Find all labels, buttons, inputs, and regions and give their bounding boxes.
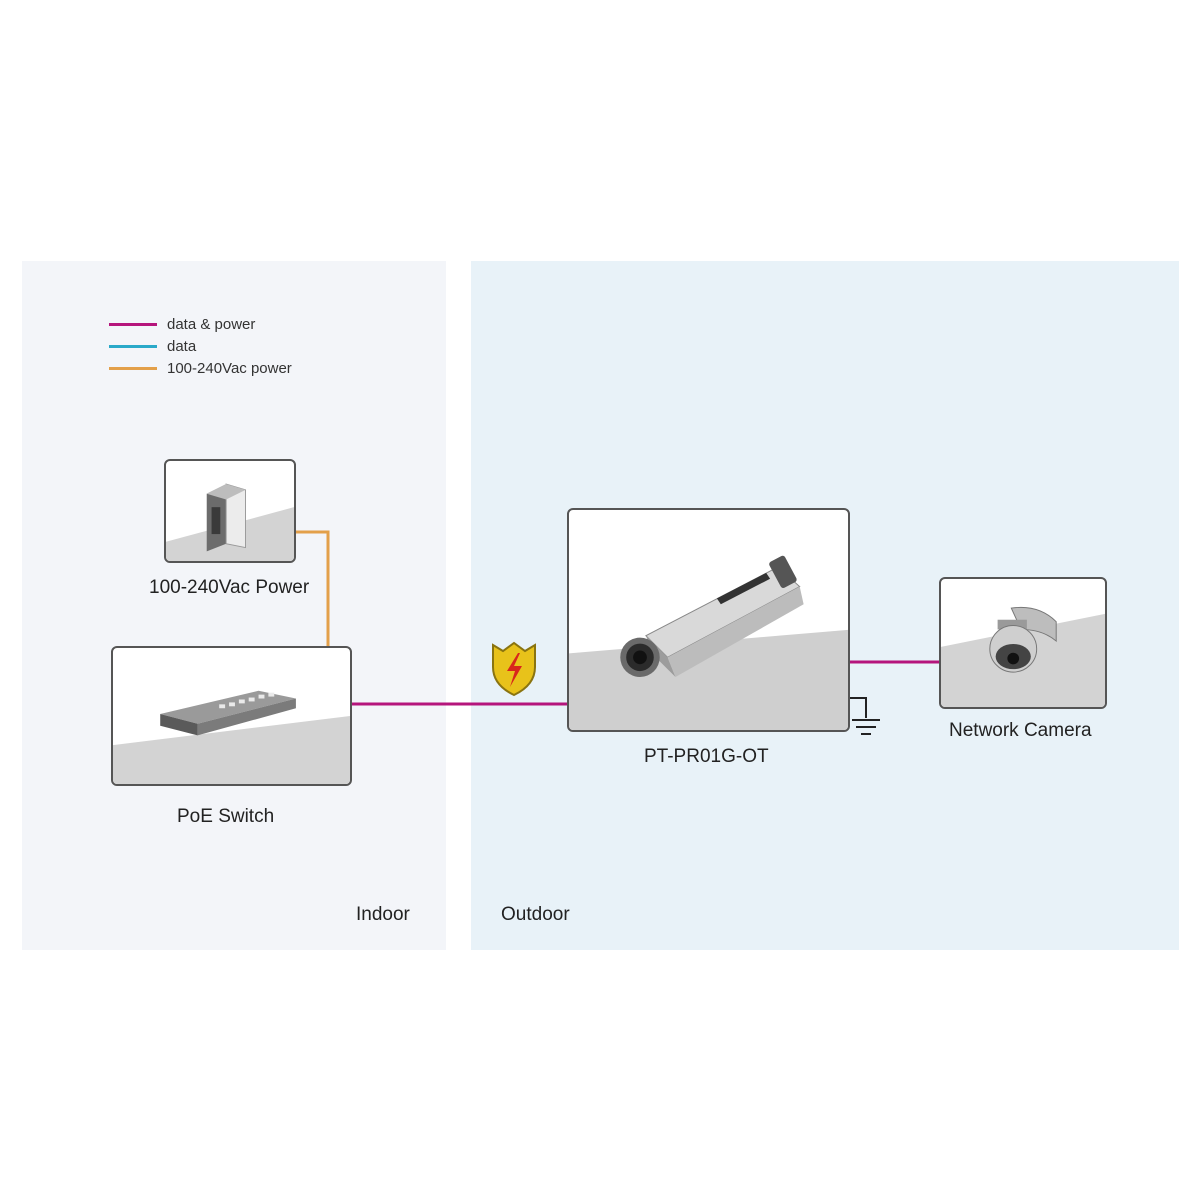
poe-switch-label: PoE Switch — [177, 806, 275, 827]
power-supply-label: 100-240Vac Power — [149, 577, 310, 598]
indoor-label: Indoor — [356, 904, 410, 925]
network-camera-label: Network Camera — [949, 720, 1092, 741]
legend-swatch-data-power — [109, 323, 157, 326]
indoor-zone — [22, 261, 446, 950]
legend-label: 100-240Vac power — [167, 360, 292, 377]
legend-item-ac-power: 100-240Vac power — [109, 360, 292, 377]
surge-protector-label: PT-PR01G-OT — [644, 746, 769, 767]
legend-swatch-data — [109, 345, 157, 348]
legend-item-data: data — [109, 338, 196, 355]
power-supply-icon — [166, 483, 294, 561]
surge-protector-box — [567, 508, 850, 732]
legend-item-data-power: data & power — [109, 316, 255, 333]
lightning-shield-icon — [492, 641, 536, 697]
poe-switch-icon — [113, 690, 350, 784]
legend-label: data — [167, 338, 197, 355]
outdoor-label: Outdoor — [501, 904, 570, 925]
dome-camera-icon — [941, 606, 1105, 707]
legend-label: data & power — [167, 316, 256, 333]
surge-protector-icon — [569, 555, 848, 730]
legend-swatch-ac-power — [109, 367, 157, 370]
network-camera-box — [939, 577, 1107, 709]
poe-switch-box — [111, 646, 352, 786]
ac-power-wire — [295, 530, 330, 647]
power-supply-box — [164, 459, 296, 563]
ground-icon — [849, 697, 880, 735]
